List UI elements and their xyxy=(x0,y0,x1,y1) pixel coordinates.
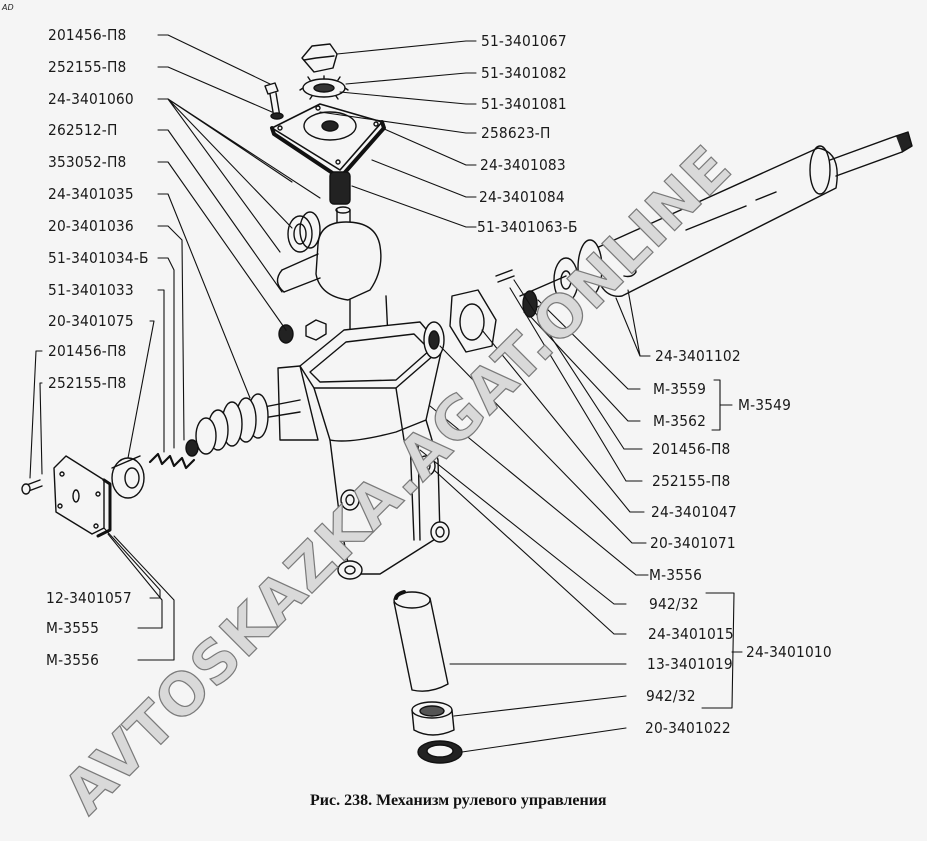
part-label: 252155-П8 xyxy=(48,374,127,392)
part-label: М-3559 xyxy=(653,380,707,398)
left-shaft-piston xyxy=(185,393,301,457)
adjusting-screw-part xyxy=(329,171,351,227)
part-label: М-3556 xyxy=(649,566,703,584)
part-label: 24-3401083 xyxy=(480,156,566,174)
part-label: М-3556 xyxy=(46,651,100,669)
part-label: 942/32 xyxy=(646,687,696,705)
corner-mark: AD xyxy=(2,3,14,12)
steering-gear-housing xyxy=(277,321,450,580)
part-label: 201456-П8 xyxy=(652,440,731,458)
part-label: 20-3401022 xyxy=(645,719,731,737)
group-label-m3549: М-3549 xyxy=(738,396,792,414)
part-label: 24-3401035 xyxy=(48,185,134,203)
part-label: 262512-П xyxy=(48,121,118,139)
oil-seal xyxy=(417,740,463,764)
part-label: 252155-П8 xyxy=(652,472,731,490)
bracket-24-3401010 xyxy=(701,592,743,709)
plug-parts xyxy=(278,319,327,344)
part-label: 252155-П8 xyxy=(48,58,127,76)
bolt-small-top xyxy=(264,82,284,120)
part-label: 24-3401102 xyxy=(655,347,741,365)
part-label: М-3555 xyxy=(46,619,100,637)
part-label: 20-3401071 xyxy=(650,534,736,552)
part-label: М-3562 xyxy=(653,412,707,430)
part-label: 51-3401063-Б xyxy=(477,218,578,236)
steering-shaft-cylinder xyxy=(591,131,913,297)
leader-lines-top-right xyxy=(319,40,477,228)
part-label: 24-3401084 xyxy=(479,188,565,206)
part-label: 51-3401067 xyxy=(481,32,567,50)
spring-part xyxy=(148,452,196,470)
bolt-left xyxy=(21,479,43,495)
needle-bearing xyxy=(411,701,455,736)
part-label: 12-3401057 xyxy=(46,589,132,607)
part-label: 51-3401081 xyxy=(481,95,567,113)
valve-body-part xyxy=(276,211,389,341)
group-label-24-3401010: 24-3401010 xyxy=(746,643,832,661)
part-label: 258623-П xyxy=(481,124,551,142)
leader-lines-left xyxy=(29,34,321,661)
part-label: 201456-П8 xyxy=(48,26,127,44)
part-label: 51-3401033 xyxy=(48,281,134,299)
part-label: 942/32 xyxy=(649,595,699,613)
part-label: 24-3401015 xyxy=(648,625,734,643)
bracket-m3549 xyxy=(711,379,733,431)
figure-caption: Рис. 238. Механизм рулевого управления xyxy=(310,792,607,809)
part-label: 24-3401047 xyxy=(651,503,737,521)
part-label: 20-3401075 xyxy=(48,312,134,330)
top-cover-plate xyxy=(270,103,386,180)
part-label: 201456-П8 xyxy=(48,342,127,360)
lock-washer-part xyxy=(299,75,349,100)
part-label: 51-3401082 xyxy=(481,64,567,82)
leader-lines-right xyxy=(429,279,651,576)
right-flange-seal xyxy=(423,289,497,359)
cap-nut-part xyxy=(301,43,338,73)
part-label: 20-3401036 xyxy=(48,217,134,235)
leader-lines-bottom-right xyxy=(419,449,627,753)
left-end-cover xyxy=(53,455,112,538)
part-label: 24-3401060 xyxy=(48,90,134,108)
spacer-ring-part xyxy=(111,455,145,499)
shaft-rings xyxy=(495,239,603,318)
part-label: 51-3401034-Б xyxy=(48,249,149,267)
sector-shaft-sleeve xyxy=(393,590,449,692)
part-label: 13-3401019 xyxy=(647,655,733,673)
part-label: 353052-П8 xyxy=(48,153,127,171)
